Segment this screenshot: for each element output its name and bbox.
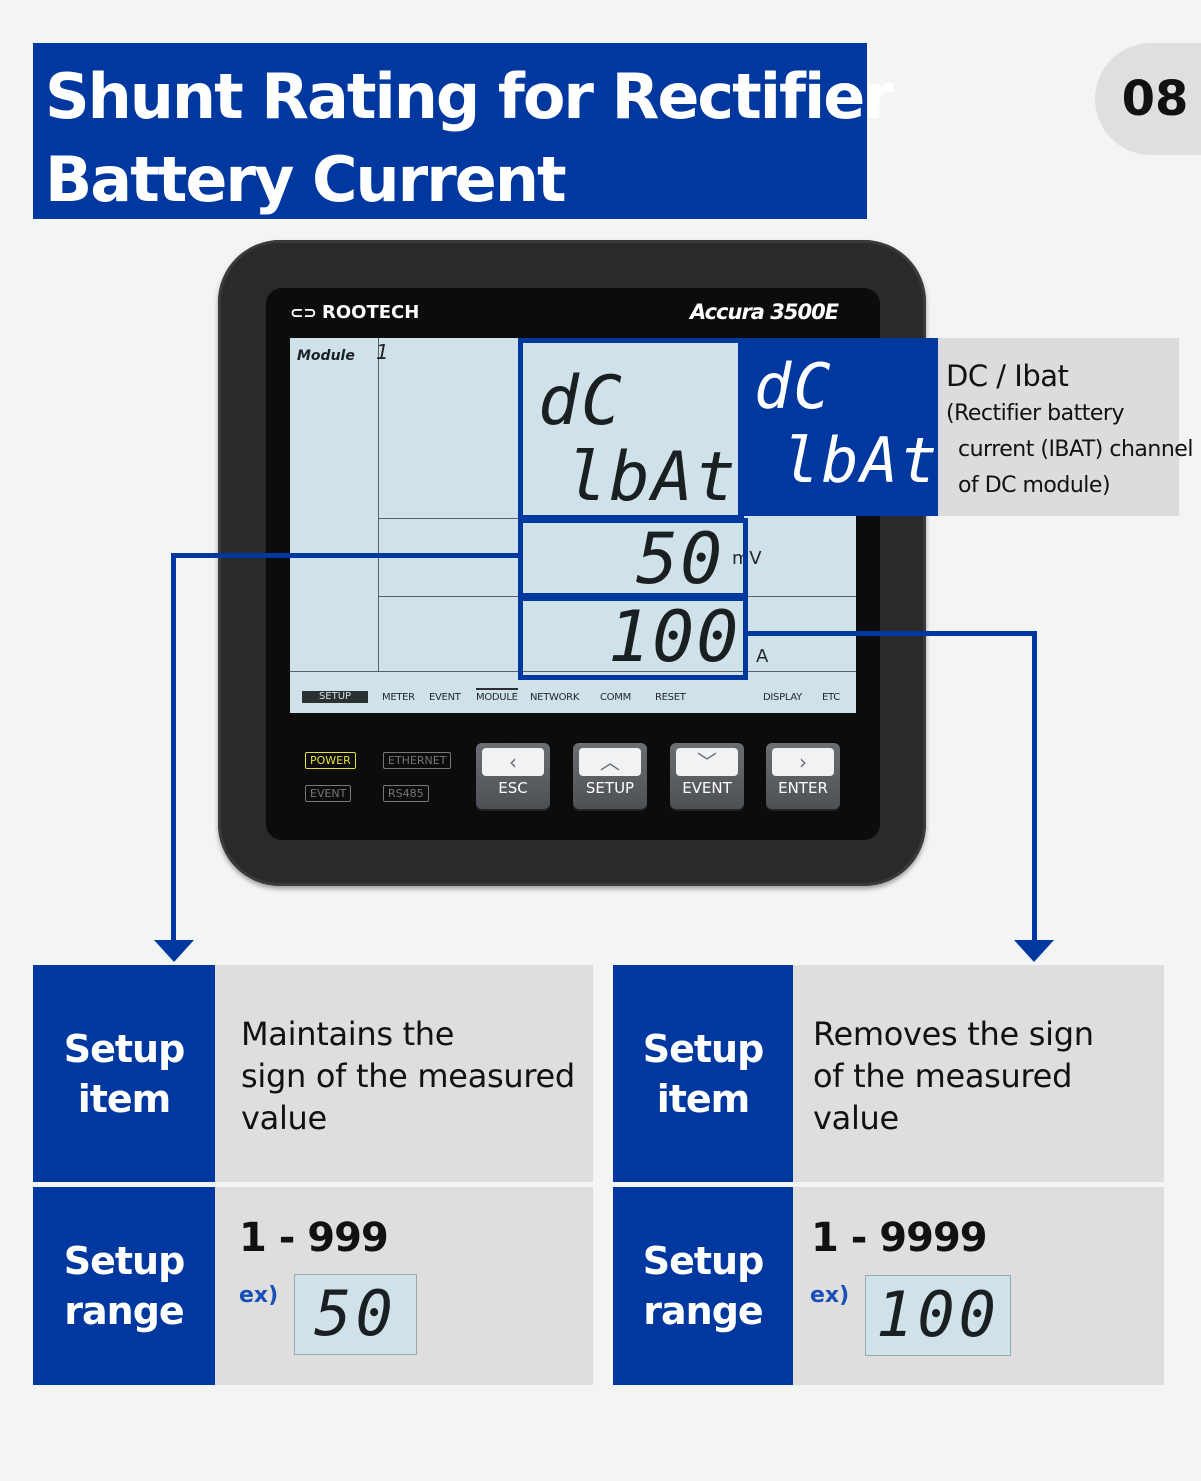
left-desc-line-1: Maintains the — [241, 1015, 455, 1053]
connector-left-h — [171, 553, 521, 558]
lcd-line-dc: dC — [538, 362, 624, 441]
title-line-2: Battery Current — [45, 143, 567, 216]
right-desc-line-1: Removes the sign — [813, 1015, 1094, 1053]
setup-button[interactable]: ︿ SETUP — [573, 743, 647, 809]
page-title: Shunt Rating for Rectifier Battery Curre… — [33, 43, 894, 219]
lcd-menu-etc: ETC — [822, 692, 840, 703]
left-desc-line-2: sign of the measured — [241, 1057, 575, 1095]
page-number-badge: 08 — [1095, 43, 1201, 155]
led-rs485: RS485 — [383, 785, 429, 802]
zoom-line-dc: dC — [754, 350, 833, 423]
left-setup-item-label: Setup item — [33, 965, 215, 1182]
lcd-divider — [378, 518, 526, 519]
model-name: Accura 3500E — [690, 300, 839, 324]
lcd-menu-meter: METER — [382, 692, 415, 703]
lcd-menu-module: MODULE — [476, 692, 518, 703]
led-ethernet: ETHERNET — [383, 752, 452, 769]
right-setup-item-label: Setup item — [613, 965, 793, 1182]
left-ex-display: 50 — [294, 1274, 417, 1355]
channel-desc-1: (Rectifier battery — [946, 401, 1124, 426]
led-event: EVENT — [305, 785, 352, 802]
chevron-up-icon: ︿ — [579, 748, 641, 776]
right-ex-display: 100 — [865, 1275, 1011, 1356]
brand-logo: ⊂⊃ ROOTECH — [290, 302, 419, 323]
event-button-label: EVENT — [682, 779, 732, 797]
enter-button-label: ENTER — [778, 779, 828, 797]
lcd-value-a: 100 — [608, 596, 741, 678]
brand-name: ROOTECH — [322, 302, 420, 323]
left-setup-range-text: Setup range — [63, 1239, 186, 1333]
right-range-value: 1 - 9999 — [811, 1215, 988, 1261]
zoom-line-ibat: lbAt — [782, 424, 940, 497]
left-setup-item-desc: Maintains the sign of the measured value — [215, 965, 593, 1182]
brand-mark-icon: ⊂⊃ — [290, 303, 317, 322]
lcd-value-mv: 50 — [636, 518, 725, 600]
channel-desc-3: of DC module) — [958, 473, 1111, 498]
arrow-down-icon — [1014, 940, 1054, 962]
right-desc-line-3: value — [813, 1099, 899, 1137]
title-line-1: Shunt Rating for Rectifier — [45, 60, 894, 133]
enter-button[interactable]: › ENTER — [766, 743, 840, 809]
lcd-unit-a: A — [756, 646, 769, 667]
highlight-mv-value — [518, 518, 748, 598]
right-desc-line-2: of the measured — [813, 1057, 1073, 1095]
channel-title: DC / Ibat — [946, 359, 1069, 393]
left-setup-item-text: Setup item — [63, 1026, 186, 1121]
lcd-divider — [290, 671, 856, 672]
setup-button-label: SETUP — [585, 779, 635, 797]
left-range-value: 1 - 999 — [239, 1215, 389, 1261]
lcd-divider — [378, 338, 379, 671]
connector-right-v — [1032, 631, 1037, 943]
lcd-menu-display: DISPLAY — [763, 692, 802, 703]
lcd-menu-event: EVENT — [429, 692, 461, 703]
left-setup-range-label: Setup range — [33, 1187, 215, 1385]
right-setup-item-desc: Removes the sign of the measured value — [793, 965, 1164, 1182]
right-setup-range-text: Setup range — [642, 1239, 765, 1333]
arrow-down-icon — [154, 940, 194, 962]
esc-button[interactable]: ‹ ESC — [476, 743, 550, 809]
lcd-line-ibat: lbAt — [566, 438, 738, 517]
lcd-divider — [746, 596, 856, 597]
lcd-module-number: 1 — [376, 340, 389, 364]
lcd-menu-setup: SETUP — [302, 691, 368, 703]
lcd-menu-comm: COMM — [600, 692, 631, 703]
lcd-menu-indicator — [476, 688, 518, 690]
left-desc-line-3: value — [241, 1099, 327, 1137]
channel-description: DC / Ibat (Rectifier battery current (IB… — [938, 338, 1193, 516]
event-button[interactable]: ﹀ EVENT — [670, 743, 744, 809]
connector-right-h — [745, 631, 1037, 636]
highlight-a-value — [518, 596, 748, 680]
right-setup-range-label: Setup range — [613, 1187, 793, 1385]
right-setup-item-text: Setup item — [642, 1026, 765, 1121]
esc-button-label: ESC — [498, 779, 528, 797]
highlight-dc-ibat — [518, 338, 744, 520]
chevron-left-icon: ‹ — [482, 748, 544, 776]
chevron-right-icon: › — [772, 748, 834, 776]
chevron-down-icon: ﹀ — [676, 748, 738, 776]
zoom-panel: dC lbAt — [738, 338, 938, 516]
lcd-module-label: Module — [297, 348, 355, 364]
lcd-menu-network: NETWORK — [530, 692, 580, 703]
channel-desc-2: current (IBAT) channel — [958, 437, 1193, 462]
led-power: POWER — [305, 752, 356, 769]
connector-left-v — [171, 553, 176, 943]
left-ex-label: ex) — [239, 1283, 279, 1308]
lcd-menu-reset: RESET — [655, 692, 686, 703]
right-ex-label: ex) — [810, 1283, 850, 1308]
